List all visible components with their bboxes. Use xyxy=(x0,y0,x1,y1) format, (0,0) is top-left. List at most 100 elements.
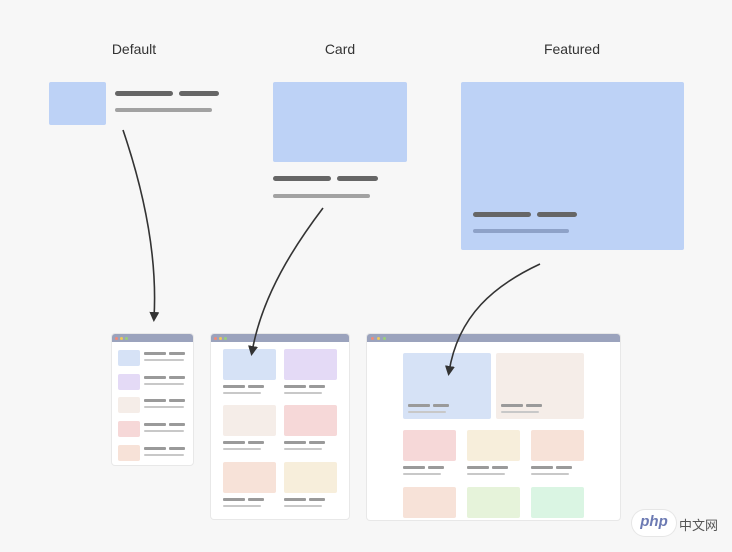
list-item-thumb xyxy=(118,350,140,366)
card-title-bar-2 xyxy=(337,176,378,181)
default-thumbnail xyxy=(49,82,106,125)
grid-tile-bar xyxy=(467,466,489,469)
list-item-bar xyxy=(144,406,184,408)
list-layout-window xyxy=(112,334,193,465)
maximize-dot-icon xyxy=(125,336,128,340)
card-tile-bar xyxy=(284,448,322,450)
list-item-bar xyxy=(144,359,184,361)
grid-tile-bar xyxy=(428,466,444,469)
list-item-bar xyxy=(169,376,185,379)
grid-tile-bar xyxy=(403,473,441,475)
list-item-bar xyxy=(169,423,185,426)
featured-layout-title: Featured xyxy=(543,41,601,57)
grid-tile xyxy=(531,430,584,461)
card-tile xyxy=(223,405,276,436)
featured-subtitle-bar xyxy=(473,229,569,233)
card-tile-bar xyxy=(248,498,264,501)
list-item-thumb xyxy=(118,374,140,390)
card-layout-title: Card xyxy=(324,41,356,57)
card-tile-bar xyxy=(309,385,325,388)
default-to-list-arrow xyxy=(122,129,160,322)
list-item-bar xyxy=(144,352,166,355)
site-watermark: php 中文网 xyxy=(632,510,728,538)
card-tile xyxy=(284,462,337,493)
minimize-dot-icon xyxy=(377,336,380,340)
grid-tile xyxy=(467,487,520,518)
maximize-dot-icon xyxy=(383,336,386,340)
card-tile-bar xyxy=(248,385,264,388)
close-dot-icon xyxy=(214,336,217,340)
card-tile-bar xyxy=(284,441,306,444)
default-title-bar-2 xyxy=(179,91,219,96)
featured-tile-bar xyxy=(526,404,542,407)
card-tile-bar xyxy=(284,498,306,501)
card-tile-bar xyxy=(223,441,245,444)
card-tile-bar xyxy=(223,392,261,394)
card-tile-bar xyxy=(284,392,322,394)
list-item-thumb xyxy=(118,397,140,413)
minimize-dot-icon xyxy=(219,336,222,340)
list-item-bar xyxy=(144,430,184,432)
card-tile-bar xyxy=(309,441,325,444)
list-item-bar xyxy=(144,423,166,426)
default-title-bar-1 xyxy=(115,91,173,96)
card-tile xyxy=(284,349,337,380)
featured-tile-bar xyxy=(433,404,449,407)
card-to-grid-arrow xyxy=(248,207,324,356)
featured-tile xyxy=(496,353,584,419)
grid-tile-bar xyxy=(531,466,553,469)
featured-tile xyxy=(403,353,491,419)
close-dot-icon xyxy=(371,336,374,340)
featured-to-grid-arrow xyxy=(445,263,541,376)
featured-tile-bar xyxy=(408,404,430,407)
list-item-thumb xyxy=(118,445,140,461)
featured-tile-bar xyxy=(501,404,523,407)
list-item-bar xyxy=(144,454,184,456)
card-image xyxy=(273,82,407,162)
list-item-bar xyxy=(144,399,166,402)
list-item-bar xyxy=(169,399,185,402)
list-item-thumb xyxy=(118,421,140,437)
close-dot-icon xyxy=(115,336,118,340)
default-subtitle-bar xyxy=(115,108,212,112)
featured-tile-bar xyxy=(501,411,539,413)
list-item-bar xyxy=(144,447,166,450)
grid-tile xyxy=(467,430,520,461)
card-tile-bar xyxy=(223,498,245,501)
card-tile-bar xyxy=(248,441,264,444)
grid-tile-bar xyxy=(467,473,505,475)
grid-tile-bar xyxy=(403,466,425,469)
grid-tile-bar xyxy=(556,466,572,469)
minimize-dot-icon xyxy=(120,336,123,340)
list-item-bar xyxy=(144,383,184,385)
maximize-dot-icon xyxy=(224,336,227,340)
grid-tile-bar xyxy=(492,466,508,469)
card-grid-window xyxy=(211,334,349,519)
featured-image xyxy=(461,82,684,250)
php-logo-text: php xyxy=(640,513,668,530)
card-tile-bar xyxy=(223,385,245,388)
php-logo: php xyxy=(632,510,676,536)
default-layout-title: Default xyxy=(111,41,157,57)
grid-tile xyxy=(403,487,456,518)
card-tile-bar xyxy=(284,505,322,507)
list-item-bar xyxy=(144,376,166,379)
window-titlebar xyxy=(367,334,620,342)
card-tile-bar xyxy=(309,498,325,501)
card-title-bar-1 xyxy=(273,176,331,181)
card-tile-bar xyxy=(284,385,306,388)
watermark-site-text: 中文网 xyxy=(679,518,719,533)
card-tile xyxy=(223,462,276,493)
grid-tile xyxy=(531,487,584,518)
list-item-bar xyxy=(169,447,185,450)
featured-title-bar-2 xyxy=(537,212,577,217)
card-subtitle-bar xyxy=(273,194,370,198)
card-tile-bar xyxy=(223,505,261,507)
featured-tile-bar xyxy=(408,411,446,413)
window-titlebar xyxy=(211,334,349,342)
grid-tile xyxy=(403,430,456,461)
grid-tile-bar xyxy=(531,473,569,475)
card-tile xyxy=(284,405,337,436)
window-titlebar xyxy=(112,334,193,342)
